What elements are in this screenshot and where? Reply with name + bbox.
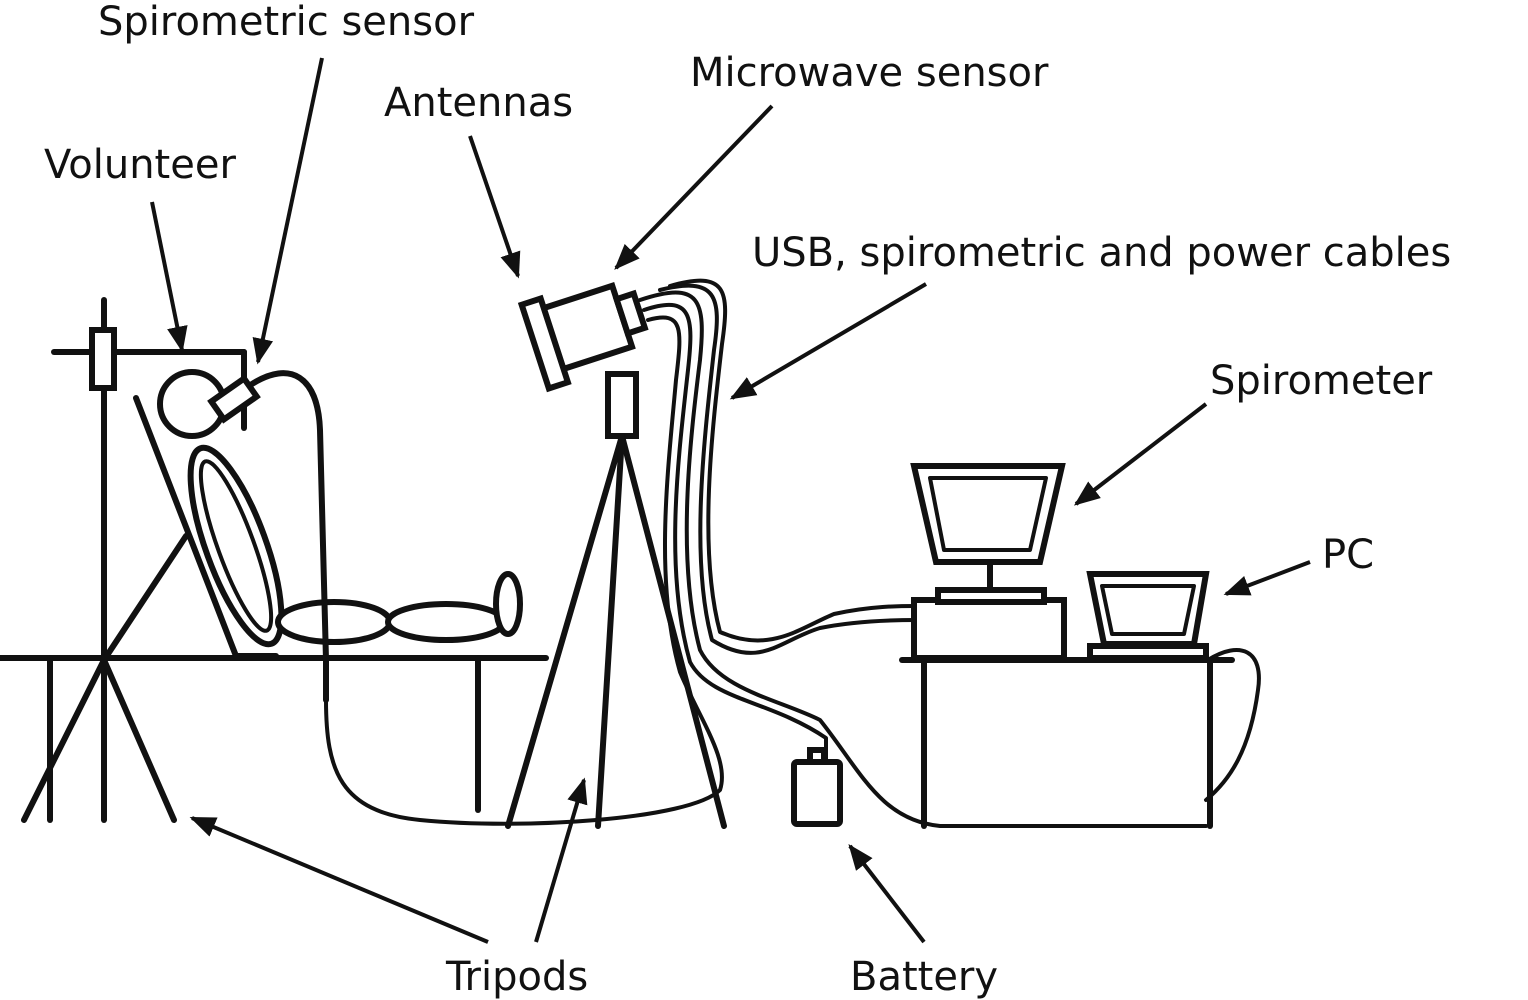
- volunteer-thigh: [275, 599, 393, 645]
- arrow-tripods-left: [189, 816, 489, 944]
- label-volunteer: Volunteer: [44, 142, 236, 188]
- pointer-arrows: [150, 57, 1311, 944]
- volunteer-calf: [385, 601, 507, 643]
- cable-bundle: [324, 278, 1208, 828]
- tripod-clamp: [89, 327, 117, 391]
- bed: [0, 655, 549, 823]
- arrow-battery: [848, 843, 926, 944]
- arrow-volunteer: [150, 201, 188, 353]
- desk: [899, 657, 1235, 829]
- pc-cable: [1204, 648, 1261, 802]
- volunteer-torso: [187, 444, 285, 648]
- pc-keyboard: [1087, 643, 1209, 661]
- microwave-sensor: [517, 282, 649, 393]
- arrow-antennas: [468, 135, 521, 279]
- spirometer-base: [911, 597, 1067, 661]
- label-microwave-sensor: Microwave sensor: [690, 50, 1049, 96]
- antenna-plate: [517, 294, 572, 393]
- label-spirometric-sensor: Spirometric sensor: [98, 0, 475, 45]
- label-battery: Battery: [850, 954, 998, 1000]
- volunteer-figure: [133, 369, 523, 703]
- volunteer-foot: [493, 571, 523, 637]
- arrow-pc: [1223, 560, 1311, 596]
- battery-body: [791, 759, 843, 827]
- spirometric-sensor-mouthpiece: [207, 374, 261, 424]
- label-spirometer: Spirometer: [1210, 358, 1433, 404]
- arrow-tripods-middle: [534, 777, 588, 943]
- tripod-head: [605, 371, 639, 439]
- pc-laptop: [1086, 571, 1210, 661]
- arrow-spirometric-sensor: [252, 57, 324, 365]
- arrow-microwave-sensor: [614, 104, 774, 270]
- battery: [791, 747, 843, 827]
- arrow-spirometer: [1073, 402, 1208, 506]
- label-antennas: Antennas: [384, 80, 573, 126]
- label-pc: PC: [1322, 532, 1374, 578]
- spirometer-monitor: [910, 463, 1066, 565]
- arrow-cables: [729, 282, 928, 400]
- label-tripods: Tripods: [445, 954, 588, 1000]
- spirometer-device: [910, 463, 1067, 661]
- label-cables: USB, spirometric and power cables: [752, 230, 1451, 276]
